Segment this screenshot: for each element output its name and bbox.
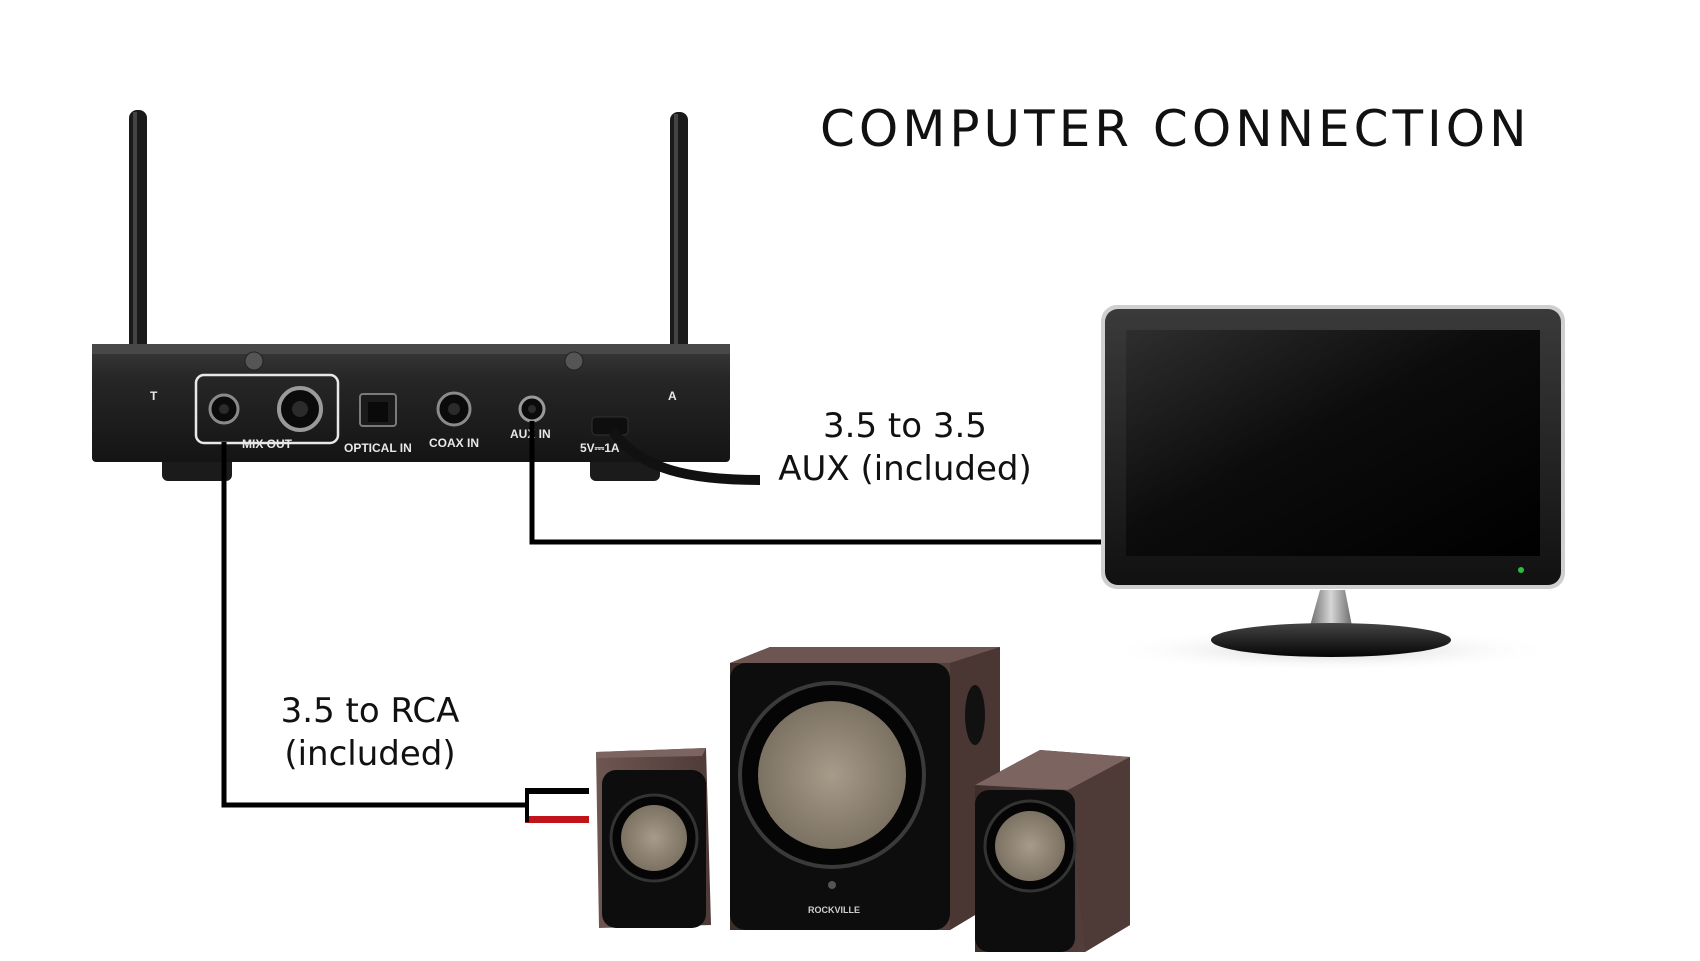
right-satellite-speaker bbox=[975, 750, 1130, 952]
wireless-receiver: T MIX OUT OPTICAL IN COAX IN AUX IN 5V⎓1… bbox=[92, 110, 761, 485]
subwoofer-brand-logo: ROCKVILLE bbox=[808, 905, 860, 915]
rca-cable-label: 3.5 to RCA (included) bbox=[240, 690, 500, 776]
screw-icon bbox=[564, 351, 584, 371]
monitor-screen bbox=[1126, 330, 1540, 556]
left-satellite-speaker bbox=[596, 748, 711, 928]
mix-out-large-jack[interactable] bbox=[277, 386, 323, 432]
rca-plugs bbox=[525, 788, 589, 823]
port-label-power: 5V⎓1A bbox=[580, 441, 620, 455]
bass-port-icon bbox=[965, 685, 985, 745]
screw-icon bbox=[244, 351, 264, 371]
optical-in-port[interactable] bbox=[359, 393, 397, 427]
aux-cable-label-line1: 3.5 to 3.5 bbox=[823, 406, 987, 446]
aux-cable-label-line2: AUX (included) bbox=[778, 449, 1032, 489]
port-label-coax-in: COAX IN bbox=[429, 436, 479, 450]
port-label-optical-in: OPTICAL IN bbox=[344, 441, 412, 455]
diagram-title: COMPUTER CONNECTION bbox=[820, 100, 1531, 158]
rca-cable bbox=[221, 442, 525, 808]
mix-out-bracket bbox=[194, 373, 340, 445]
subwoofer: ROCKVILLE bbox=[730, 647, 1000, 930]
speaker-system: ROCKVILLE bbox=[596, 647, 1130, 952]
rca-cable-label-line2: (included) bbox=[284, 734, 456, 774]
power-plug bbox=[591, 416, 761, 485]
port-label-left-edge: T bbox=[150, 389, 158, 403]
aux-cable-label: 3.5 to 3.5 AUX (included) bbox=[760, 405, 1050, 491]
computer-monitor bbox=[1100, 305, 1565, 672]
aux-in-jack[interactable] bbox=[518, 395, 546, 423]
monitor-base bbox=[1211, 623, 1451, 657]
port-label-right-edge: A bbox=[668, 389, 677, 403]
receiver-chassis bbox=[92, 344, 730, 462]
rca-cable-label-line1: 3.5 to RCA bbox=[280, 691, 460, 731]
port-label-mix-out: MIX OUT bbox=[242, 437, 293, 451]
coax-in-jack[interactable] bbox=[436, 391, 472, 427]
power-led-icon bbox=[1518, 567, 1524, 573]
aux-cable bbox=[529, 421, 1102, 545]
mix-out-small-jack[interactable] bbox=[208, 393, 240, 425]
